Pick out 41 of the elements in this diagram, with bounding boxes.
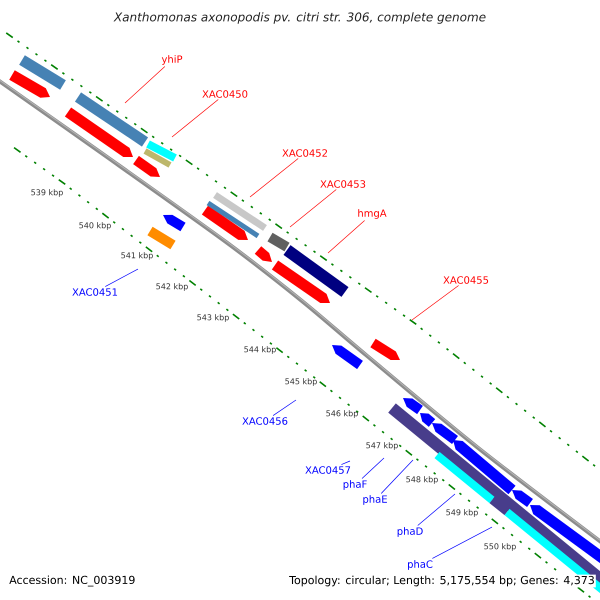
leader-line — [432, 526, 492, 559]
leader-line — [104, 268, 138, 287]
gene-label: phaF — [344, 480, 367, 490]
gene-label: XAC0453 — [320, 180, 366, 188]
tick-label: 542 kbp — [156, 283, 188, 291]
leader-line — [124, 66, 166, 104]
gene-label: XAC0457 — [305, 466, 350, 474]
tick-label: 546 kbp — [326, 410, 358, 418]
tick-label: 539 kbp — [31, 189, 63, 197]
tick-label: 544 kbp — [244, 346, 276, 354]
gene-label: phaD — [398, 527, 423, 537]
leader-line — [328, 220, 365, 254]
tick-label: 547 kbp — [366, 442, 398, 450]
leader-line — [417, 494, 456, 526]
leader-line — [290, 189, 337, 228]
gene-label: phaC — [408, 560, 432, 570]
tick-label: 541 kbp — [121, 252, 153, 260]
leader-line — [362, 458, 384, 479]
tick-label: 548 kbp — [406, 476, 438, 484]
leader-line — [272, 400, 296, 416]
leader-line — [172, 99, 219, 138]
gene-label: XAC0456 — [242, 417, 288, 425]
gene-label: yhiP — [162, 55, 182, 65]
genome-info-text: Topology: circular; Length: 5,175,554 bp; Genes: 4,373 — [288, 574, 596, 588]
leader-line — [412, 285, 459, 320]
gene-label: XAC0452 — [282, 149, 327, 157]
leader-line — [380, 460, 414, 494]
accession-text: Accession: NC_003919 — [9, 576, 135, 586]
leader-line — [341, 460, 350, 465]
tick-label: 540 kbp — [79, 222, 111, 230]
leader-line — [250, 158, 298, 198]
tick-label: 549 kbp — [446, 509, 478, 517]
gene-label: XAC0450 — [202, 90, 248, 98]
gene-label: hmgA — [358, 209, 387, 219]
gene-label: phaE — [363, 495, 387, 505]
tick-label: 550 kbp — [484, 543, 516, 551]
title: Xanthomonas axonopodis pv. citri str. 306, complete genome — [113, 12, 486, 24]
gene-label: XAC0455 — [443, 276, 488, 284]
tick-label: 543 kbp — [197, 314, 229, 322]
gene-label: XAC0451 — [72, 288, 118, 296]
tick-label: 545 kbp — [285, 378, 317, 386]
